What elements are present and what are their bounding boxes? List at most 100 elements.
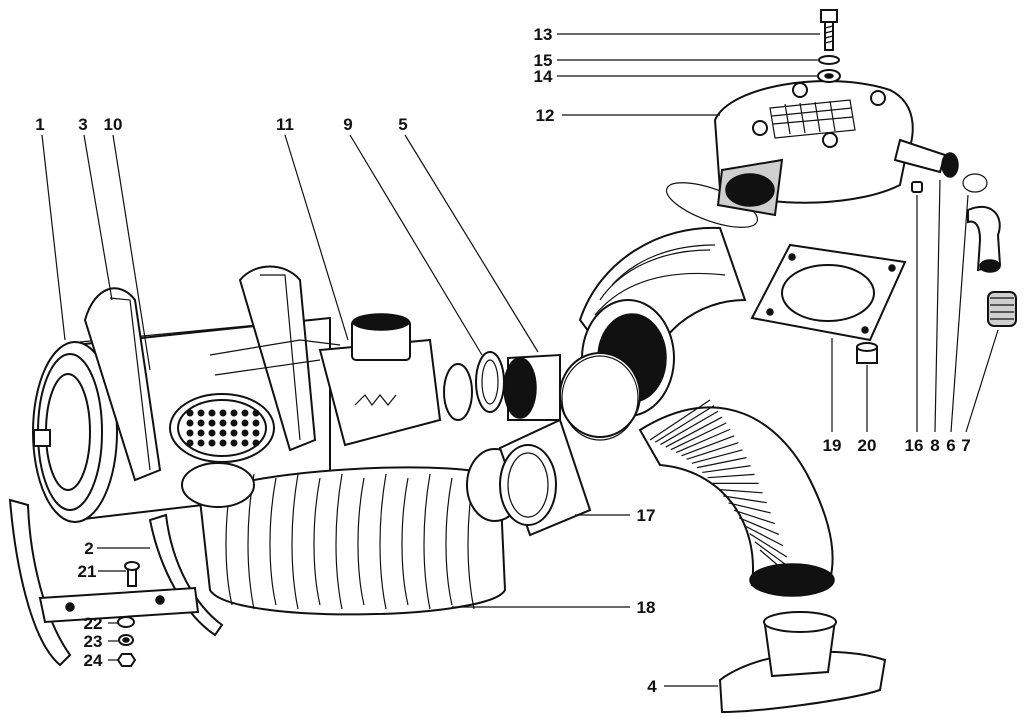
grille-hole xyxy=(219,439,227,447)
hose-rib xyxy=(670,422,727,451)
hose-rib xyxy=(665,416,723,448)
grille-hole xyxy=(230,429,238,437)
callout-23: 23 xyxy=(84,632,103,651)
hose-clamp-a xyxy=(561,355,639,441)
valve-body xyxy=(209,313,473,447)
callout-11: 11 xyxy=(276,115,294,134)
grille-hole xyxy=(241,409,249,417)
grille-hole xyxy=(219,409,227,417)
grille-hole xyxy=(208,429,216,437)
hose-rib xyxy=(749,533,788,558)
hose-rib xyxy=(707,473,755,479)
drain-hose xyxy=(967,205,1002,273)
hose-rib xyxy=(738,517,780,536)
bellows-fold xyxy=(357,477,365,606)
callout-1: 1 xyxy=(35,115,44,134)
callout-7: 7 xyxy=(961,436,970,455)
corrugated-hose xyxy=(638,399,835,597)
bellows-fold xyxy=(291,473,299,610)
drain-valve xyxy=(987,291,1017,327)
bellows-fold xyxy=(335,473,343,610)
grille-hole xyxy=(252,439,260,447)
hose-clip xyxy=(962,173,988,193)
hose-rib xyxy=(654,405,715,443)
washer-22 xyxy=(117,616,135,628)
hose-rib xyxy=(691,449,743,464)
intake-hood xyxy=(713,80,959,217)
callout-labels: 1 3 10 11 9 5 13 15 14 12 19 20 16 8 6 7… xyxy=(35,25,970,696)
grille-hole xyxy=(241,439,249,447)
grille-hole xyxy=(219,419,227,427)
callout-19: 19 xyxy=(823,436,842,455)
mounting-bracket xyxy=(8,498,224,667)
callout-8: 8 xyxy=(930,436,939,455)
grille-hole xyxy=(208,409,216,417)
hose-rib xyxy=(697,457,747,469)
callout-4: 4 xyxy=(647,677,657,696)
bolt xyxy=(820,9,838,51)
callout-2: 2 xyxy=(84,539,93,558)
callout-5: 5 xyxy=(398,115,407,134)
grille-hole xyxy=(230,419,238,427)
grille-hole xyxy=(186,439,194,447)
callout-22: 22 xyxy=(84,614,103,633)
flange-gasket xyxy=(750,243,907,342)
hose-clamp-b xyxy=(665,182,759,228)
callout-10: 10 xyxy=(104,115,123,134)
callout-21: 21 xyxy=(78,562,97,581)
hose-rib xyxy=(702,465,751,474)
short-sleeve xyxy=(503,353,561,421)
callout-18: 18 xyxy=(637,598,656,617)
bellows-fold xyxy=(313,477,321,606)
callout-13: 13 xyxy=(534,25,553,44)
hose-rib xyxy=(675,428,731,454)
grille-hole xyxy=(197,419,205,427)
grille-hole xyxy=(186,409,194,417)
screw-21 xyxy=(124,561,140,587)
bellows-fold xyxy=(445,477,453,606)
callout-6: 6 xyxy=(946,436,955,455)
hose-rib xyxy=(728,502,771,514)
callout-14: 14 xyxy=(534,67,553,86)
callout-15: 15 xyxy=(534,51,553,70)
grille-hole xyxy=(252,429,260,437)
washer-14 xyxy=(817,69,841,83)
callout-9: 9 xyxy=(343,115,352,134)
grille-hole xyxy=(230,439,238,447)
hose-rib xyxy=(681,435,735,457)
grille-hole xyxy=(252,419,260,427)
leader-lines xyxy=(41,33,999,687)
hose-rib xyxy=(744,525,784,547)
outlet-duct xyxy=(718,611,887,714)
callout-20: 20 xyxy=(858,436,877,455)
hose-rib xyxy=(649,399,711,441)
bellows-fold xyxy=(401,477,409,606)
washer-15 xyxy=(818,55,840,65)
bellows-fold xyxy=(269,477,277,606)
callout-17: 17 xyxy=(637,506,656,525)
callout-12: 12 xyxy=(536,106,555,125)
grille-hole xyxy=(197,409,205,417)
hose-rib xyxy=(723,495,767,504)
bellows-fold xyxy=(423,473,431,610)
connecting-ring xyxy=(475,351,505,413)
filter-retaining-clamp-rear xyxy=(238,265,317,452)
washer-23 xyxy=(118,634,134,646)
callout-24: 24 xyxy=(84,651,103,670)
nut-24 xyxy=(116,653,137,667)
lower-bellows xyxy=(181,448,524,616)
grille-hole xyxy=(241,419,249,427)
grille-hole xyxy=(241,429,249,437)
hose-rib xyxy=(718,488,763,494)
hose-rib xyxy=(686,442,739,460)
grille-hole xyxy=(186,429,194,437)
rubber-sleeve xyxy=(498,418,592,537)
filter-retaining-clamp xyxy=(83,287,162,482)
grille-hole xyxy=(219,429,227,437)
grille-hole xyxy=(208,439,216,447)
callout-3: 3 xyxy=(78,115,87,134)
callout-16: 16 xyxy=(905,436,924,455)
grille-hole xyxy=(186,419,194,427)
hose-rib xyxy=(733,509,775,525)
